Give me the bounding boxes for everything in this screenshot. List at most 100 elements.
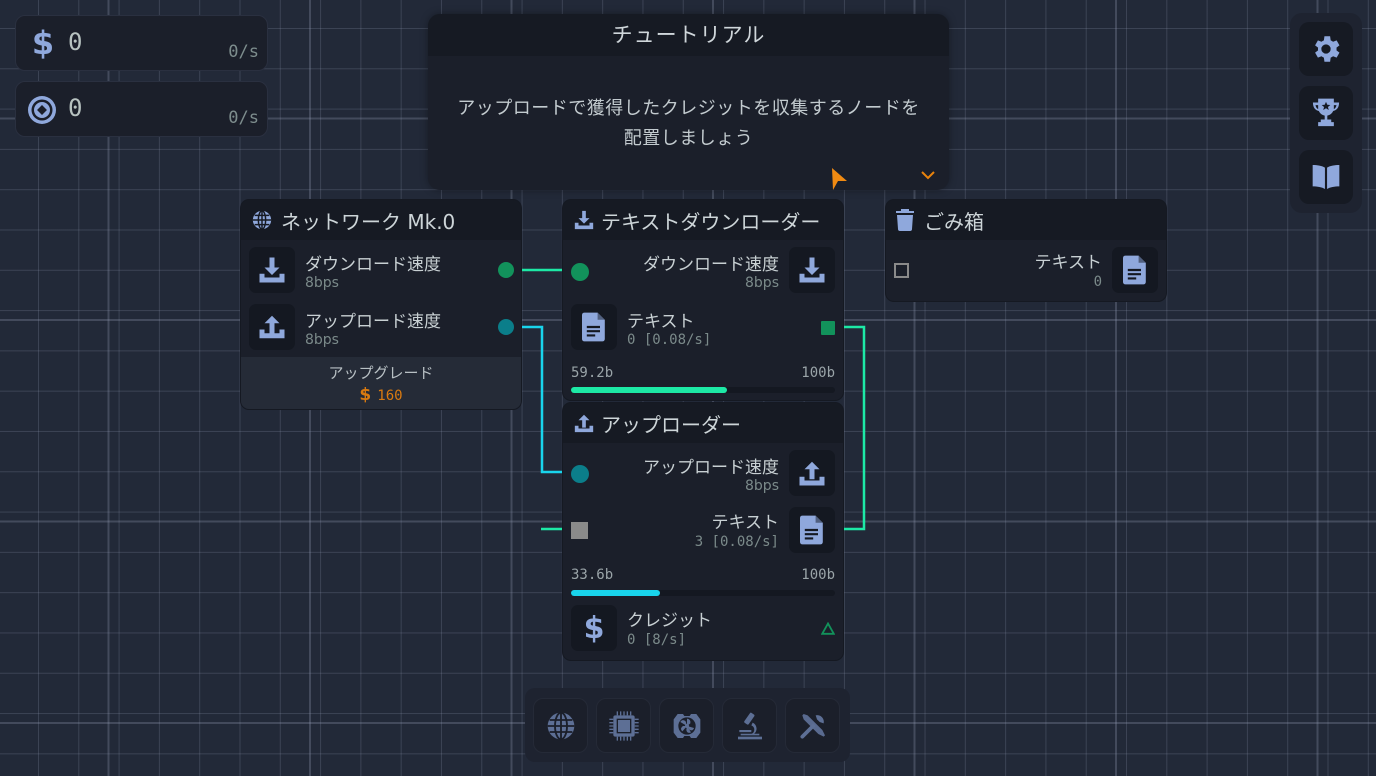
download-icon bbox=[574, 210, 594, 230]
text-downloader-title: テキストダウンローダー bbox=[601, 209, 821, 234]
document-icon-box bbox=[571, 304, 617, 350]
toolbar-cooling-button[interactable] bbox=[659, 698, 714, 753]
network-node[interactable]: ネットワーク Mk.0 ダウンロード速度 8bps アップロード速度 8bps … bbox=[241, 200, 521, 409]
uploader-input-label: テキスト bbox=[711, 513, 780, 533]
token-rate: 0/s bbox=[228, 108, 259, 128]
downloader-progress-bar bbox=[571, 387, 835, 393]
settings-button[interactable] bbox=[1299, 22, 1353, 76]
uploader-text-row: テキスト 3 [0.08/s] bbox=[563, 505, 843, 561]
download-input-port[interactable] bbox=[571, 263, 589, 281]
dollar-icon: $ bbox=[583, 610, 605, 646]
upload-speed-row: アップロード速度 8bps bbox=[241, 302, 521, 358]
trash-input-value: 0 bbox=[1093, 274, 1102, 290]
toolbar-processor-button[interactable] bbox=[596, 698, 651, 753]
text-input-port[interactable] bbox=[571, 522, 588, 539]
build-toolbar bbox=[525, 688, 850, 762]
text-downloader-header[interactable]: テキストダウンローダー bbox=[563, 200, 843, 240]
uploader-input-value: 3 [0.08/s] bbox=[694, 534, 779, 550]
download-icon-box bbox=[249, 247, 295, 293]
trash-node[interactable]: ごみ箱 テキスト 0 bbox=[886, 200, 1166, 301]
uploader-progress-bar bbox=[571, 590, 835, 596]
uploader-credit-row: $ クレジット 0 [8/s] bbox=[563, 603, 843, 659]
downloader-speed-label: ダウンロード速度 bbox=[643, 255, 779, 275]
uploader-speed-label: アップロード速度 bbox=[643, 458, 779, 478]
download-output-port[interactable] bbox=[498, 262, 514, 278]
downloader-output-value: 0 [0.08/s] bbox=[627, 332, 712, 348]
uploader-header[interactable]: アップローダー bbox=[563, 403, 843, 443]
toolbar-network-button[interactable] bbox=[533, 698, 588, 753]
downloader-text-row: テキスト 0 [0.08/s] bbox=[563, 302, 843, 358]
upgrade-cost: 160 bbox=[377, 388, 403, 404]
cursor-pointer-icon bbox=[832, 168, 847, 190]
gear-icon bbox=[1315, 36, 1340, 62]
document-icon bbox=[800, 515, 823, 545]
uploader-progress-max: 100b bbox=[801, 567, 835, 583]
uploader-speed-value: 8bps bbox=[745, 478, 779, 494]
trophy-icon bbox=[1312, 98, 1340, 127]
chevron-down-icon[interactable] bbox=[921, 168, 935, 182]
fan-icon bbox=[673, 713, 700, 738]
downloader-progress-max: 100b bbox=[801, 365, 835, 381]
upgrade-label: アップグレード bbox=[328, 364, 434, 382]
trash-header[interactable]: ごみ箱 bbox=[886, 200, 1166, 240]
guide-button[interactable] bbox=[1299, 150, 1353, 204]
money-counter: $ 0 0/s bbox=[15, 15, 268, 71]
side-menu bbox=[1290, 13, 1362, 213]
document-icon-box bbox=[789, 507, 835, 553]
document-icon-box bbox=[1112, 247, 1158, 293]
downloader-speed-value: 8bps bbox=[745, 275, 779, 291]
upload-speed-label: アップロード速度 bbox=[305, 312, 441, 332]
upload-icon bbox=[259, 315, 285, 339]
upload-input-port[interactable] bbox=[571, 465, 589, 483]
credit-output-value: 0 [8/s] bbox=[627, 632, 687, 648]
text-input-port[interactable] bbox=[894, 263, 909, 278]
upload-icon-box bbox=[789, 450, 835, 496]
money-value: 0 bbox=[68, 28, 83, 56]
trash-icon bbox=[896, 209, 914, 231]
network-node-title: ネットワーク Mk.0 bbox=[281, 209, 456, 234]
achievements-button[interactable] bbox=[1299, 86, 1353, 140]
tutorial-title: チュートリアル bbox=[428, 14, 949, 56]
dollar-icon-box: $ bbox=[571, 605, 617, 651]
uploader-title: アップローダー bbox=[601, 412, 741, 437]
upload-icon bbox=[574, 414, 594, 433]
token-counter: 0 0/s bbox=[15, 81, 268, 137]
toolbar-tools-button[interactable] bbox=[785, 698, 840, 753]
target-coin-icon bbox=[26, 94, 58, 126]
upload-speed-value: 8bps bbox=[305, 332, 339, 348]
trash-text-row: テキスト 0 bbox=[886, 245, 1166, 301]
download-speed-label: ダウンロード速度 bbox=[305, 255, 441, 275]
tutorial-text-line2: 配置しましょう bbox=[623, 128, 754, 149]
trash-input-label: テキスト bbox=[1034, 253, 1103, 273]
network-node-header[interactable]: ネットワーク Mk.0 bbox=[241, 200, 521, 240]
credit-output-label: クレジット bbox=[627, 611, 712, 631]
download-speed-row: ダウンロード速度 8bps bbox=[241, 245, 521, 301]
microscope-icon bbox=[737, 712, 762, 739]
download-icon bbox=[259, 257, 285, 283]
uploader-node[interactable]: アップローダー アップロード速度 8bps テキスト 3 [0.08/s] 33… bbox=[563, 403, 843, 660]
dollar-icon: $ bbox=[31, 24, 55, 62]
uploader-progress-current: 33.6b bbox=[571, 567, 614, 583]
credit-output-port[interactable] bbox=[821, 622, 835, 635]
dollar-icon: $ bbox=[359, 385, 372, 405]
globe-icon bbox=[547, 711, 574, 740]
uploader-speed-row: アップロード速度 8bps bbox=[563, 448, 843, 504]
download-speed-value: 8bps bbox=[305, 275, 339, 291]
text-output-port[interactable] bbox=[821, 321, 835, 335]
toolbar-research-button[interactable] bbox=[722, 698, 777, 753]
document-icon bbox=[582, 312, 605, 342]
upload-output-port[interactable] bbox=[498, 319, 514, 335]
document-icon bbox=[1123, 255, 1146, 285]
book-icon bbox=[1312, 165, 1340, 189]
downloader-output-label: テキスト bbox=[627, 312, 695, 332]
upload-icon bbox=[799, 461, 825, 486]
tools-icon bbox=[799, 713, 825, 739]
globe-icon bbox=[252, 210, 272, 230]
token-value: 0 bbox=[68, 94, 83, 122]
download-icon bbox=[799, 257, 825, 283]
upgrade-button[interactable]: アップグレード $160 bbox=[241, 357, 521, 409]
upload-icon-box bbox=[249, 304, 295, 350]
tutorial-panel: チュートリアル アップロードで獲得したクレジットを収集するノードを 配置しましょ… bbox=[428, 14, 949, 190]
text-downloader-node[interactable]: テキストダウンローダー ダウンロード速度 8bps テキスト 0 [0.08/s… bbox=[563, 200, 843, 400]
money-rate: 0/s bbox=[228, 42, 259, 62]
